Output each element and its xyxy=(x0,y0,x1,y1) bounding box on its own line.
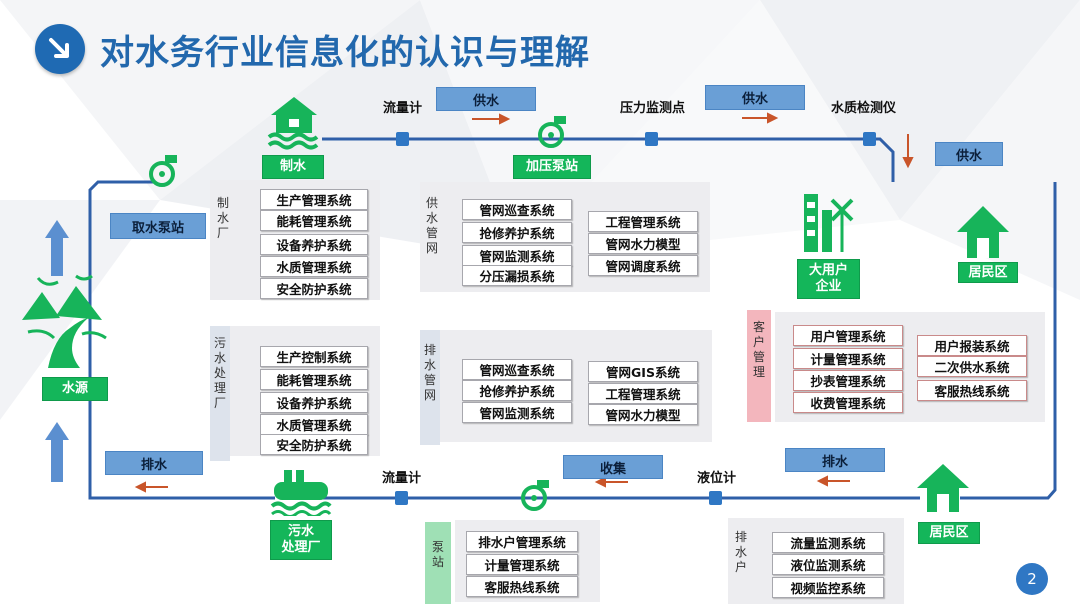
drain-network-system-r3[interactable]: 管网水力模型 xyxy=(588,404,698,425)
supply-box-1: 供水 xyxy=(436,87,536,111)
water-plant-system-5[interactable]: 安全防护系统 xyxy=(260,278,368,299)
supply-network-system-l2[interactable]: 抢修养护系统 xyxy=(462,222,572,243)
drain-user-panel-label: 排水户 xyxy=(734,530,747,574)
supply-network-system-r2[interactable]: 管网水力模型 xyxy=(588,233,698,254)
drain-user-system-2[interactable]: 液位监测系统 xyxy=(772,554,884,575)
sewage-plant-side-bar xyxy=(210,326,230,461)
pump-station-system-2[interactable]: 计量管理系统 xyxy=(466,554,578,575)
resident-bottom-label: 居民区 xyxy=(918,522,980,544)
water-plant-system-3[interactable]: 设备养护系统 xyxy=(260,234,368,255)
customer-system-r3[interactable]: 客服热线系统 xyxy=(917,380,1027,401)
pump-station-system-1[interactable]: 排水户管理系统 xyxy=(466,531,578,552)
supply-network-system-l4[interactable]: 分压漏损系统 xyxy=(462,265,572,286)
header-arrow-icon xyxy=(35,24,85,74)
supply-network-system-r1[interactable]: 工程管理系统 xyxy=(588,211,698,232)
pump-station-panel-label: 泵站 xyxy=(431,540,444,569)
quality-meter-label: 水质检测仪 xyxy=(831,101,897,116)
water-source-icon xyxy=(22,274,107,368)
page-number-badge: 2 xyxy=(1016,563,1048,595)
top-flowmeter-label: 流量计 xyxy=(383,101,423,116)
supply-box-2: 供水 xyxy=(705,85,805,110)
sewage-plant-system-3[interactable]: 设备养护系统 xyxy=(260,392,368,413)
drain-box-right: 排水 xyxy=(785,448,885,472)
big-user-label: 大用户 企业 xyxy=(797,259,860,299)
pump-station-system-3[interactable]: 客服热线系统 xyxy=(466,576,578,597)
big-user-icon xyxy=(804,194,854,252)
customer-system-r1[interactable]: 用户报装系统 xyxy=(917,335,1027,356)
pressure-point-label: 压力监测点 xyxy=(620,101,686,116)
supply-network-system-l1[interactable]: 管网巡查系统 xyxy=(462,199,572,220)
pump-station-side-bar xyxy=(425,522,451,604)
water-plant-system-4[interactable]: 水质管理系统 xyxy=(260,256,368,277)
water-plant-system-1[interactable]: 生产管理系统 xyxy=(260,189,368,210)
supply-network-system-l3[interactable]: 管网监测系统 xyxy=(462,245,572,266)
resident-top-icon xyxy=(957,206,1009,258)
resident-bottom-icon xyxy=(917,464,969,512)
intake-pump-box: 取水泵站 xyxy=(110,213,206,239)
collect-pump-icon xyxy=(521,480,549,511)
drain-network-system-r2[interactable]: 工程管理系统 xyxy=(588,383,698,404)
drain-box-left: 排水 xyxy=(105,451,203,475)
sewage-plant-icon xyxy=(270,470,332,516)
drain-network-system-r1[interactable]: 管网GIS系统 xyxy=(588,361,698,382)
drain-network-system-l2[interactable]: 抢修养护系统 xyxy=(462,380,572,401)
drain-network-system-l1[interactable]: 管网巡查系统 xyxy=(462,359,572,380)
resident-top-label: 居民区 xyxy=(958,262,1018,283)
drain-network-side-bar xyxy=(420,330,440,445)
water-source-label: 水源 xyxy=(42,377,108,401)
intake-pump-icon xyxy=(149,155,177,187)
customer-system-l4[interactable]: 收费管理系统 xyxy=(793,392,903,413)
supply-box-3: 供水 xyxy=(935,142,1003,166)
supply-network-system-r3[interactable]: 管网调度系统 xyxy=(588,255,698,276)
booster-pump-icon xyxy=(538,116,566,148)
page-title: 对水务行业信息化的认识与理解 xyxy=(100,33,590,73)
water-plant-system-2[interactable]: 能耗管理系统 xyxy=(260,210,368,231)
customer-system-r2[interactable]: 二次供水系统 xyxy=(917,356,1027,377)
sewage-plant-system-2[interactable]: 能耗管理系统 xyxy=(260,369,368,390)
sewage-plant-label: 污水 处理厂 xyxy=(270,520,332,560)
drain-network-system-l3[interactable]: 管网监测系统 xyxy=(462,402,572,423)
water-plant-label: 制水 xyxy=(262,155,324,179)
sewage-plant-panel-label: 污水处理厂 xyxy=(213,336,226,410)
bottom-flowmeter-label: 流量计 xyxy=(382,471,422,486)
supply-network-panel-label: 供水管网 xyxy=(425,196,438,255)
sewage-plant-system-4[interactable]: 水质管理系统 xyxy=(260,414,368,435)
customer-system-l1[interactable]: 用户管理系统 xyxy=(793,325,903,346)
sewage-plant-system-1[interactable]: 生产控制系统 xyxy=(260,346,368,367)
sewage-plant-system-5[interactable]: 安全防护系统 xyxy=(260,434,368,455)
drain-network-panel-label: 排水管网 xyxy=(423,343,436,402)
customer-panel-label: 客户管理 xyxy=(752,320,765,379)
level-meter-label: 液位计 xyxy=(697,471,737,486)
drain-user-system-1[interactable]: 流量监测系统 xyxy=(772,532,884,553)
customer-side-bar xyxy=(747,310,771,422)
water-plant-icon xyxy=(267,97,319,150)
customer-system-l3[interactable]: 抄表管理系统 xyxy=(793,370,903,391)
water-plant-panel-label: 制水厂 xyxy=(216,196,229,240)
booster-pump-label: 加压泵站 xyxy=(513,155,591,179)
collect-box: 收集 xyxy=(563,455,663,479)
customer-system-l2[interactable]: 计量管理系统 xyxy=(793,348,903,369)
drain-user-system-3[interactable]: 视频监控系统 xyxy=(772,577,884,598)
